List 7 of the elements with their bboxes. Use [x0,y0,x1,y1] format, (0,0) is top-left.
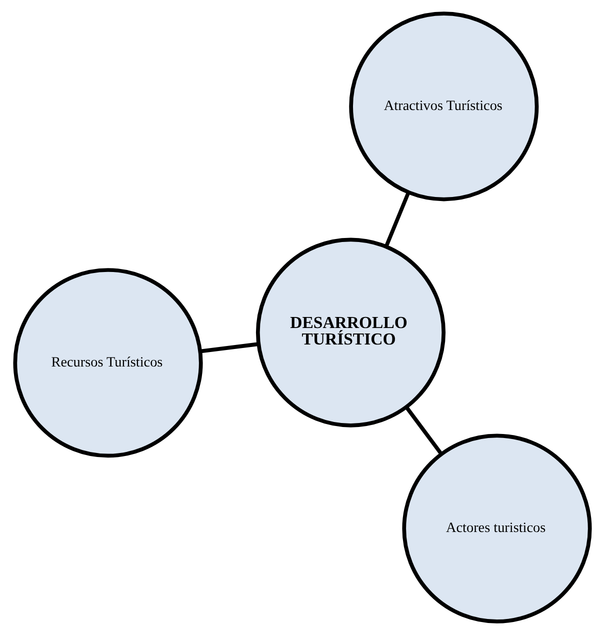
connector [200,342,259,354]
node-circle: DESARROLLO TURÍSTICO [256,238,446,428]
node-circle: Recursos Turísticos [13,268,203,458]
node-circle: Actores turisticos [402,434,592,624]
node-circle: Atractivos Turísticos [349,12,539,202]
connector [404,406,443,456]
connector [384,192,410,248]
